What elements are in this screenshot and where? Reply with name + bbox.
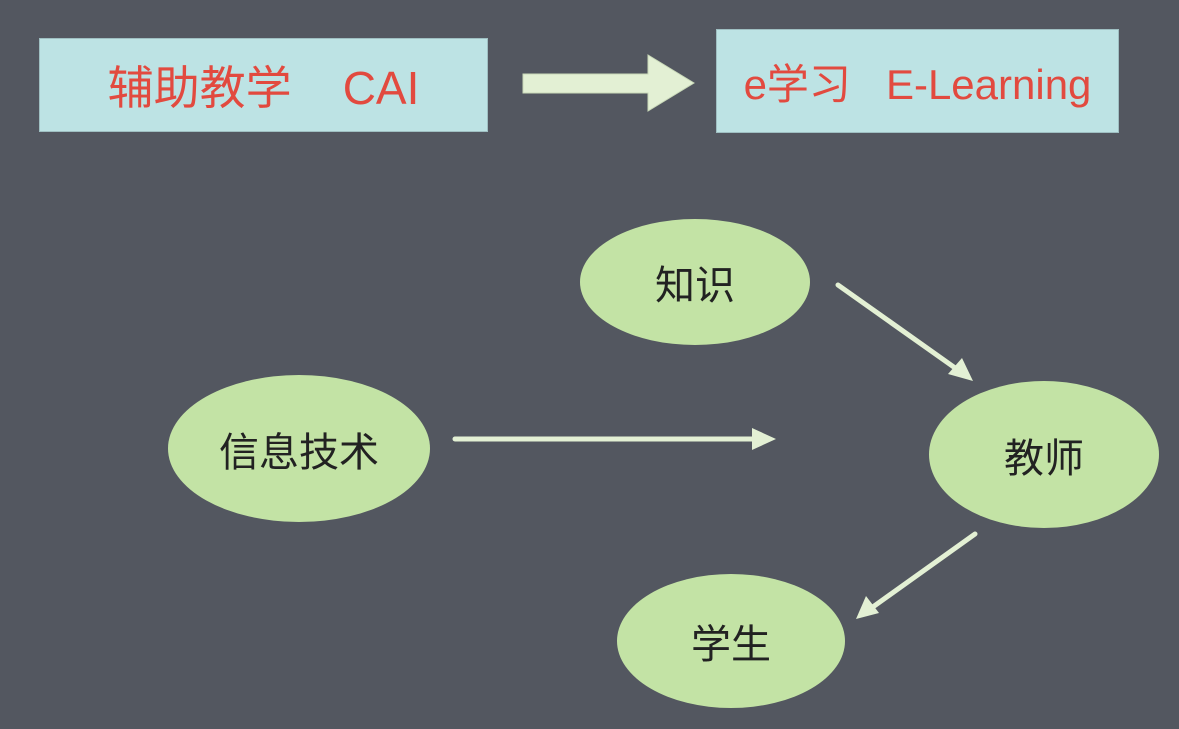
- info-tech-node: 信息技术: [168, 375, 430, 522]
- cai-box-label: 辅助教学 CAI: [107, 62, 420, 114]
- student-node: 学生: [617, 574, 845, 708]
- knowledge-node-label: 知识: [655, 263, 735, 309]
- transition-arrow: [522, 54, 695, 112]
- elearning-box: e学习 E-Learning: [716, 29, 1119, 133]
- student-node-label: 学生: [691, 622, 771, 668]
- knowledge-to-teacher-arrow: [835, 282, 973, 381]
- knowledge-node: 知识: [580, 219, 810, 345]
- elearning-box-label: e学习 E-Learning: [743, 60, 1092, 108]
- teacher-node-label: 教师: [1004, 435, 1084, 482]
- teacher-to-student-arrow: [856, 531, 978, 619]
- cai-box: 辅助教学 CAI: [39, 38, 488, 132]
- teacher-node: 教师: [929, 381, 1159, 528]
- info-tech-arrow: [452, 428, 776, 450]
- info-tech-node-label: 信息技术: [219, 429, 379, 476]
